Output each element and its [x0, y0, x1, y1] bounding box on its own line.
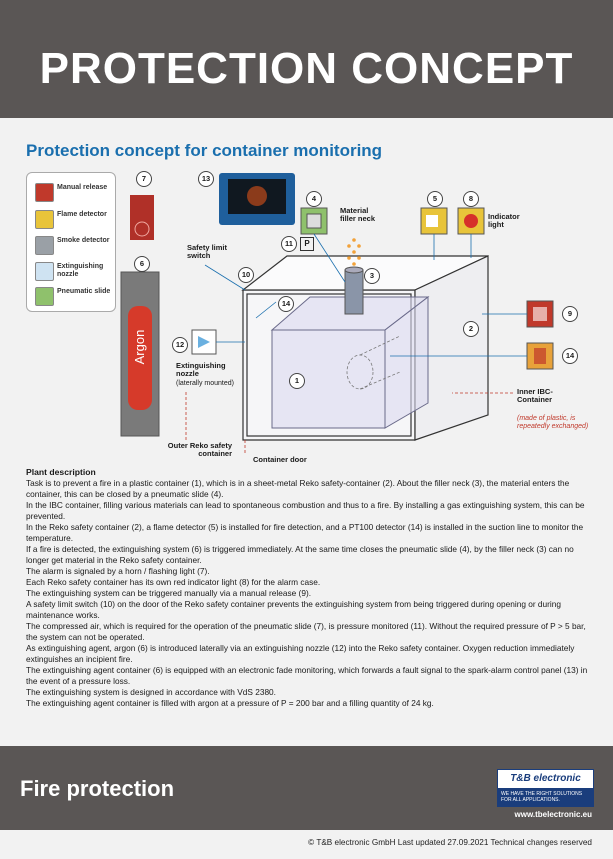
indicator-light-label: Indicator light	[488, 212, 520, 229]
description-paragraph: The alarm is signaled by a horn / flashi…	[26, 566, 210, 576]
flame-detector-device	[420, 207, 448, 235]
legend: Manual release Flame detector Smoke dete…	[26, 172, 116, 312]
copyright-line: © T&B electronic GmbH Last updated 27.09…	[308, 838, 592, 847]
description-paragraph: A safety limit switch (10) on the door o…	[26, 599, 561, 620]
section-subtitle: Protection concept for container monitor…	[26, 141, 383, 160]
callout-14: 14	[562, 348, 578, 364]
callout-12: 12	[172, 337, 188, 353]
pneumatic-slide-device	[300, 207, 328, 235]
callout-8: 8	[463, 191, 479, 207]
callout-3: 3	[364, 268, 380, 284]
pt100-detector-device	[526, 342, 554, 370]
smoke-detector-icon	[35, 236, 54, 255]
inner-container-label: Inner IBC-Container	[517, 387, 553, 404]
callout-7: 7	[136, 171, 152, 187]
description-paragraph: In the Reko safety container (2), a flam…	[26, 522, 584, 543]
manual-release-icon	[35, 183, 54, 202]
callout-14: 14	[278, 296, 294, 312]
callout-6: 6	[134, 256, 150, 272]
callout-5: 5	[427, 191, 443, 207]
callout-2: 2	[463, 321, 479, 337]
description-paragraph: Task is to prevent a fire in a plastic c…	[26, 478, 570, 499]
callout-1: 1	[289, 373, 305, 389]
container-diagram	[120, 173, 554, 455]
inner-container-note: (made of plastic, is repeatedly exchange…	[517, 415, 589, 430]
nozzle-label: Extinguishing nozzle	[176, 361, 226, 378]
description-paragraph: Each Reko safety container has its own r…	[26, 577, 321, 587]
callout-4: 4	[306, 191, 322, 207]
company-logo[interactable]: T&B electronic WE HAVE THE RIGHT SOLUTIO…	[497, 769, 594, 807]
description-paragraph: The extinguishing system can be triggere…	[26, 588, 312, 598]
plant-description: Plant description Task is to prevent a f…	[26, 467, 592, 709]
page-title: PROTECTION CONCEPT	[39, 44, 574, 93]
safety-limit-switch-label: Safety limit switch	[187, 243, 228, 260]
description-paragraph: The extinguishing system is designed in …	[26, 687, 276, 697]
nozzle-device	[191, 329, 217, 355]
callout-13: 13	[198, 171, 214, 187]
argon-cylinder	[120, 271, 160, 437]
callout-10: 10	[238, 267, 254, 283]
logo-slogan: WE HAVE THE RIGHT SOLUTIONS FOR ALL APPL…	[498, 788, 593, 806]
description-paragraph: If a fire is detected, the extinguishing…	[26, 544, 574, 565]
callout-9: 9	[562, 306, 578, 322]
pressure-switch-icon: P	[300, 237, 314, 251]
indicator-light-device	[457, 207, 485, 235]
container-door-label: Container door	[253, 455, 307, 464]
description-paragraph: The extinguishing agent container (6) is…	[26, 665, 588, 686]
logo-name: T&B electronic	[510, 773, 581, 784]
website-link[interactable]: www.tbelectronic.eu	[514, 810, 593, 819]
description-paragraph: In the IBC container, filling various ma…	[26, 500, 585, 521]
flame-detector-icon	[35, 210, 54, 229]
inner-ibc	[270, 295, 430, 429]
filler-neck	[344, 238, 364, 315]
description-paragraph: The extinguishing agent container is fil…	[26, 698, 434, 708]
horn-flashing-light	[130, 195, 154, 240]
argon-label: Argon	[132, 329, 147, 365]
spark-alarm-panel	[219, 173, 295, 225]
manual-release-device	[526, 300, 554, 328]
pneumatic-slide-icon	[35, 287, 54, 306]
callout-11: 11	[281, 236, 297, 252]
description-heading: Plant description	[26, 467, 96, 477]
footer-title: Fire protection	[20, 776, 175, 801]
header-banner: PROTECTION CONCEPT	[0, 0, 613, 118]
filler-neck-label: Material filler neck	[340, 206, 376, 223]
description-paragraph: The compressed air, which is required fo…	[26, 621, 586, 642]
outer-container-label: Outer Reko safety container	[167, 441, 232, 458]
description-paragraph: As extinguishing agent, argon (6) is int…	[26, 643, 575, 664]
nozzle-note: (laterally mounted)	[176, 380, 234, 387]
nozzle-icon	[35, 262, 54, 281]
suction-pipe	[346, 335, 401, 390]
